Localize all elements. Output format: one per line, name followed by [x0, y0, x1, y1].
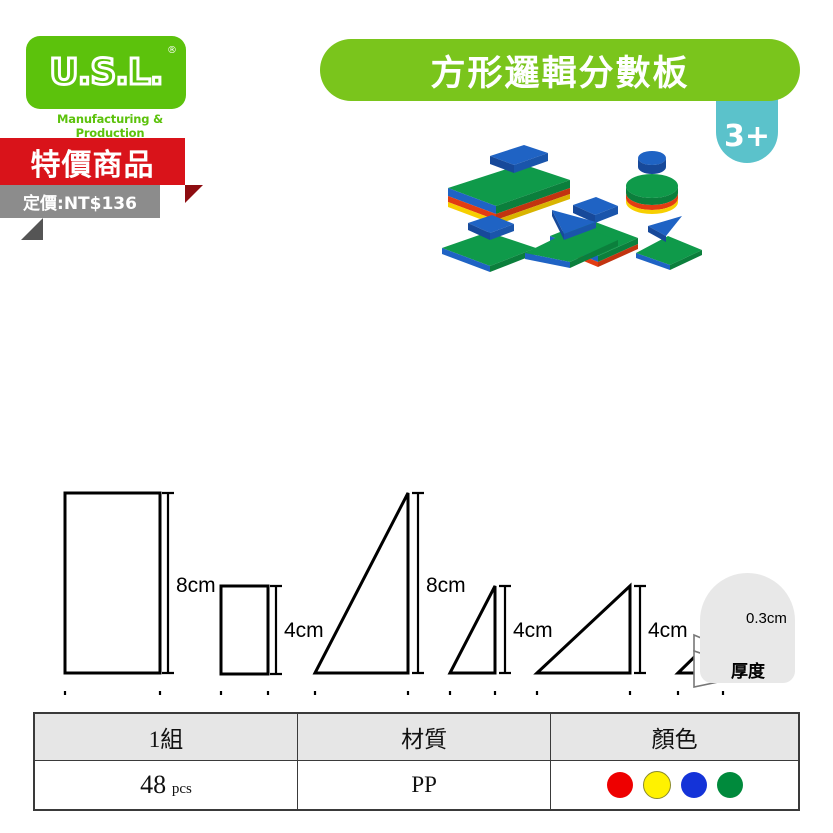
- shape-triangle-wide-large: [533, 582, 632, 675]
- shape-rectangle-small: [219, 584, 270, 676]
- shape-triangle-tall-small: [447, 585, 497, 675]
- logo-wordmark: U.S.L.: [48, 51, 165, 95]
- cell-material: PP: [297, 760, 552, 811]
- thickness-value: 0.3cm: [746, 610, 787, 627]
- header-set: 1組: [33, 712, 299, 761]
- age-badge: 3+: [716, 95, 778, 163]
- dim-tri-tall-small-height: 4cm: [513, 619, 553, 642]
- shape-rectangle-large: [63, 491, 162, 675]
- dim-rect-large-height: 8cm: [176, 574, 216, 597]
- sale-ribbon-fold: [185, 185, 203, 203]
- color-swatch-2: [680, 772, 707, 798]
- product-item-5: [525, 210, 618, 268]
- registered-trademark-icon: ®: [167, 45, 177, 56]
- thickness-label: 厚度: [731, 662, 765, 682]
- logo-badge: U.S.L. ®: [26, 36, 186, 109]
- title-banner: 方形邏輯分數板: [320, 39, 800, 101]
- specification-table: 1組 材質 顏色 48 pcs PP: [33, 712, 800, 811]
- age-badge-label: 3+: [723, 119, 770, 154]
- product-item-1: [448, 145, 570, 225]
- price-ribbon-fold: [21, 218, 43, 240]
- product-item-3: [626, 151, 678, 214]
- color-swatch-3: [716, 772, 743, 798]
- color-swatch-0: [606, 772, 633, 798]
- quantity-unit: pcs: [171, 781, 192, 797]
- cell-quantity: 48 pcs: [33, 760, 299, 811]
- thickness-badge: [700, 573, 795, 683]
- color-swatch-1: [642, 771, 671, 799]
- brand-logo: U.S.L. ® Manufacturing & Production: [26, 36, 186, 140]
- product-item-4: [442, 215, 536, 272]
- dim-rect-small-height: 4cm: [284, 619, 324, 642]
- brand-tagline: Manufacturing & Production: [57, 112, 163, 140]
- table-header-row: 1組 材質 顏色: [33, 712, 800, 761]
- price-banner: 定價:NT$136: [0, 185, 160, 218]
- product-item-6: [636, 216, 702, 270]
- color-swatch-list: [552, 771, 797, 799]
- page-title: 方形邏輯分數板: [430, 53, 690, 94]
- header-color: 顏色: [550, 712, 800, 761]
- dim-tri-wide-large-height: 4cm: [648, 619, 688, 642]
- quantity-number: 48: [140, 770, 167, 799]
- product-photo: [442, 145, 702, 272]
- table-row: 48 pcs PP: [33, 760, 800, 811]
- dim-tri-tall-large-height: 8cm: [426, 574, 466, 597]
- cell-colors: [550, 760, 800, 811]
- shape-triangle-tall-large: [312, 492, 410, 675]
- sale-banner: 特價商品: [0, 138, 185, 185]
- header-material: 材質: [297, 712, 552, 761]
